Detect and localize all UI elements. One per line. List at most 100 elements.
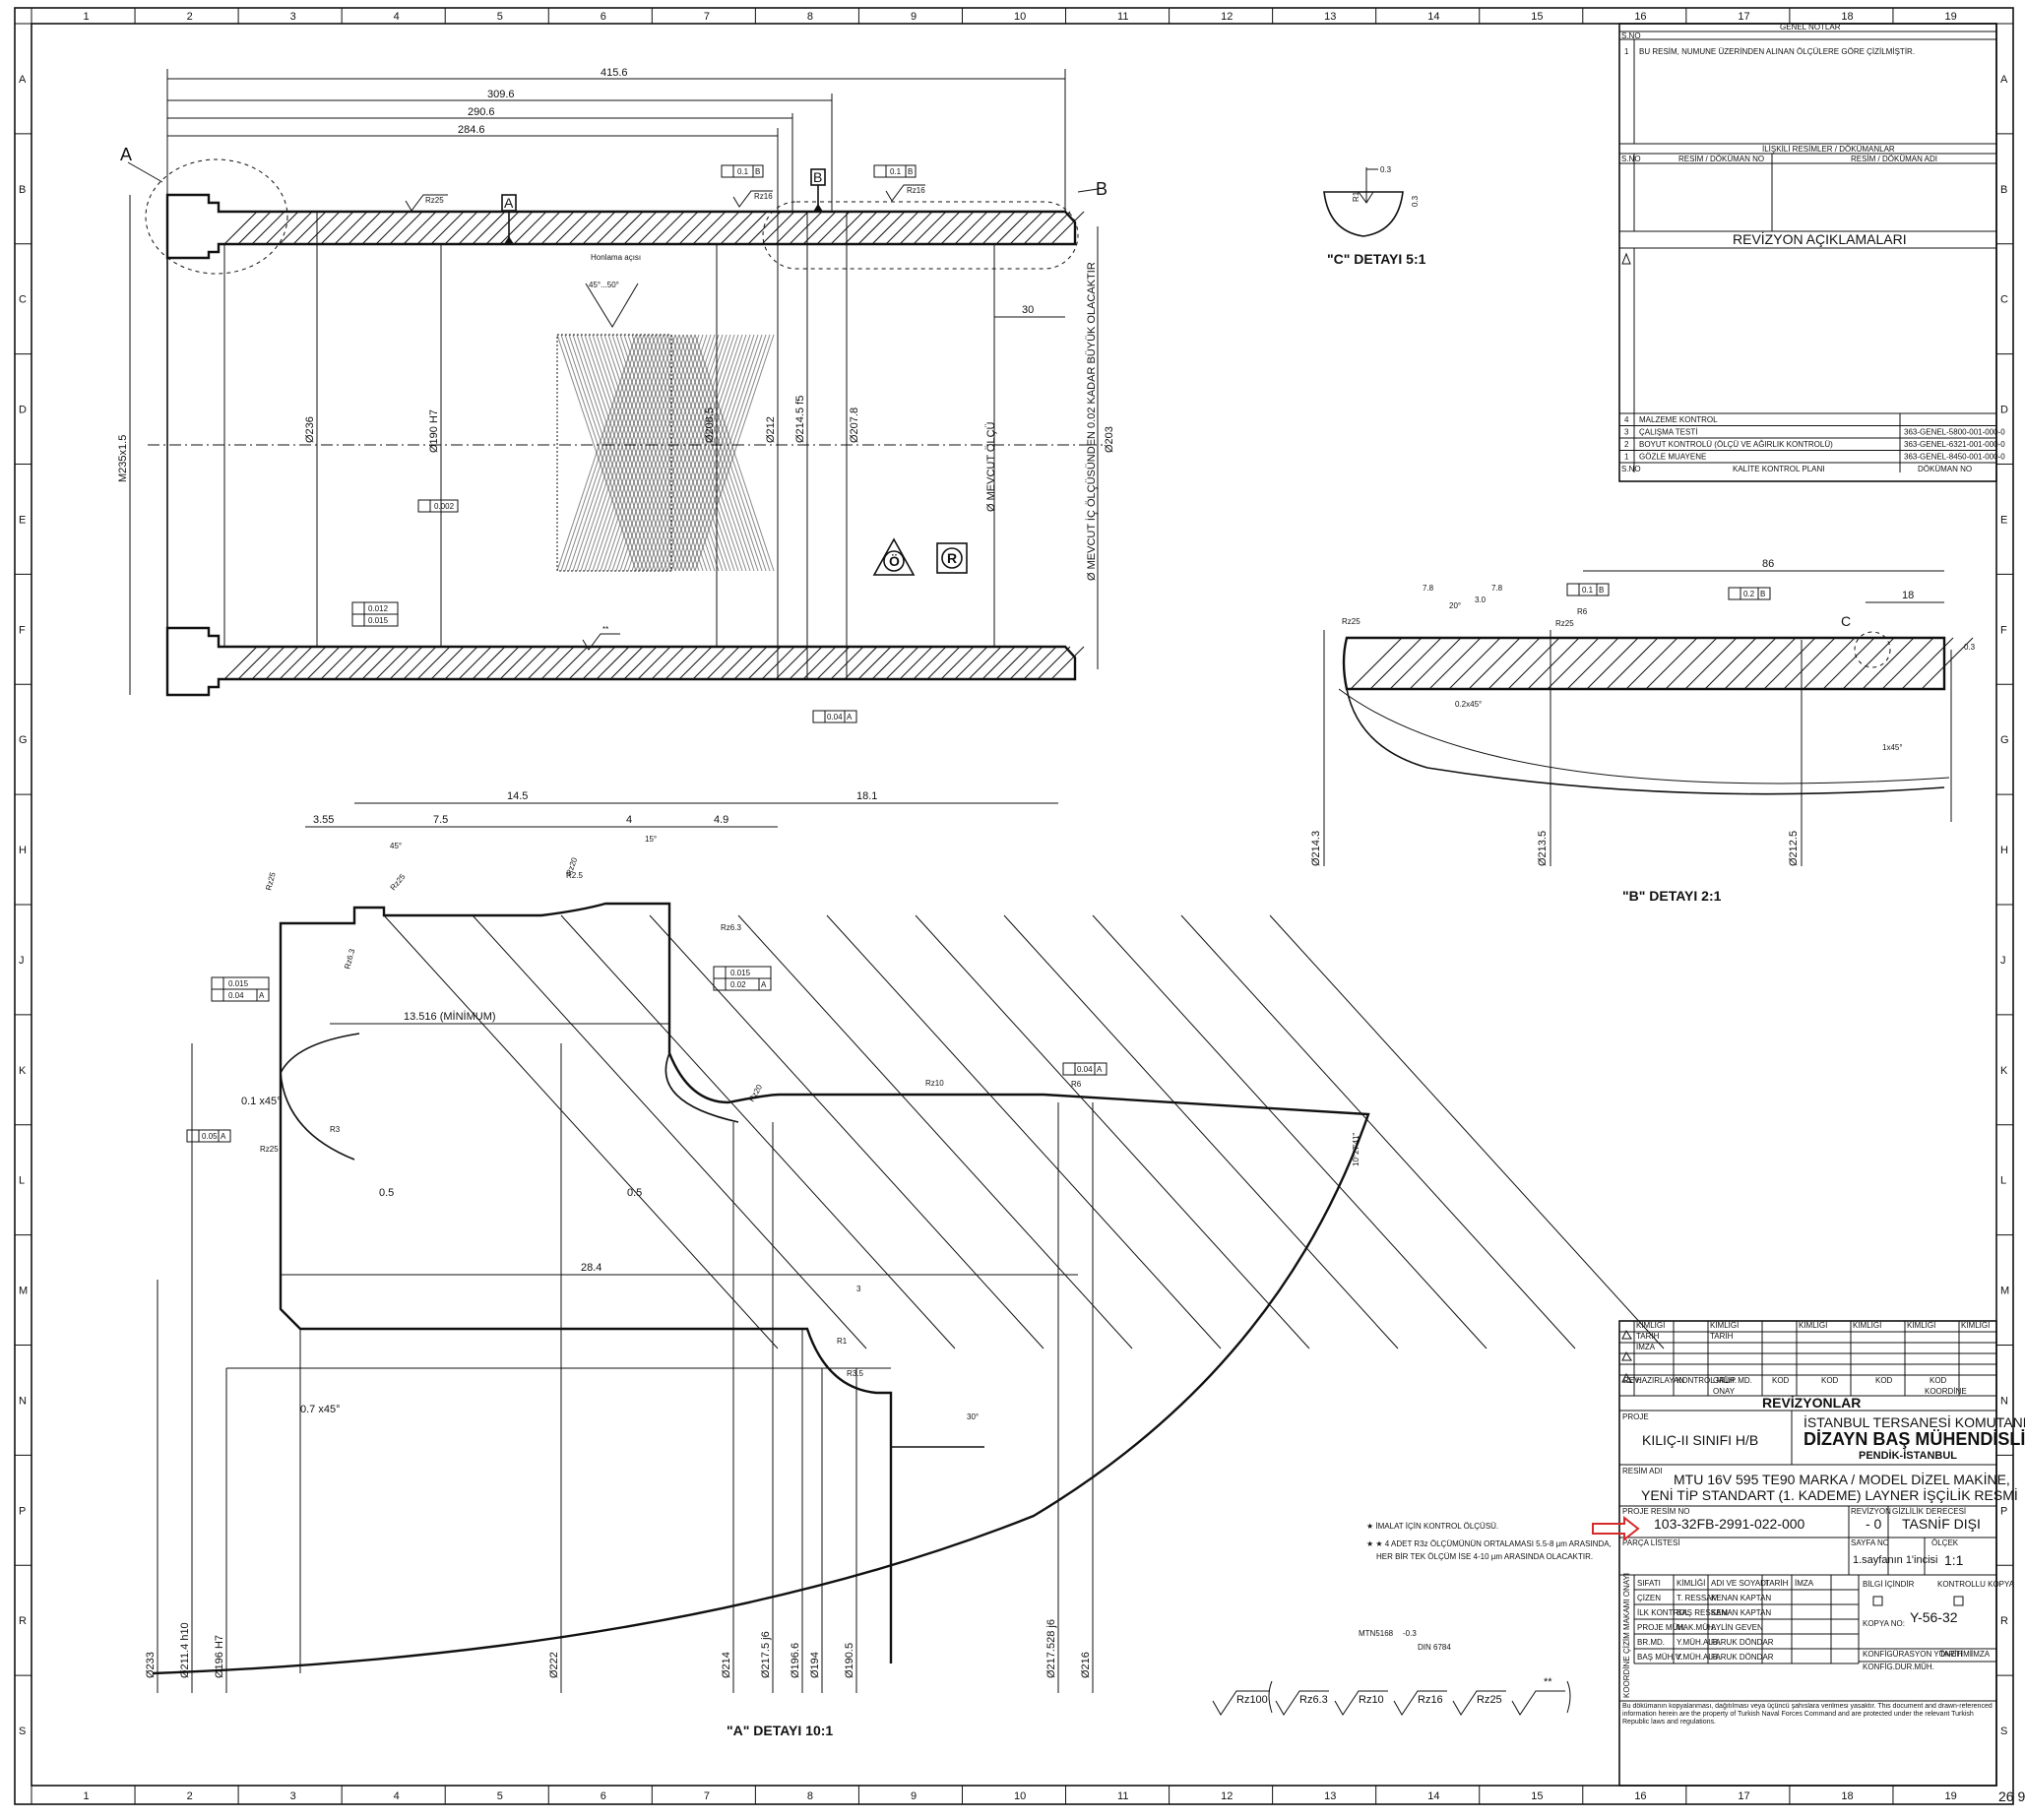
sig-cell: T. RESSAM bbox=[1677, 1594, 1719, 1602]
detail-b-view: 86 18 7.8 7.8 20° 3.0 0.2x45° 1x45° C 0.… bbox=[1310, 558, 1976, 904]
row-letter: M bbox=[2000, 1286, 2009, 1297]
column-number: 1 bbox=[84, 11, 90, 23]
detail-c-view: 0.3 0.3 R1 "C" DETAYI 5:1 bbox=[1323, 165, 1426, 267]
column-number: 13 bbox=[1324, 1790, 1336, 1802]
dim-dia207: Ø207.8 bbox=[849, 408, 860, 443]
handwritten-copy-number: Y-56-32 bbox=[1910, 1609, 1958, 1625]
approval-onay: ONAY bbox=[1713, 1387, 1736, 1396]
detail-a-r35: R3.5 bbox=[847, 1369, 863, 1378]
dim-dia214: Ø214.5 f5 bbox=[794, 396, 806, 443]
detail-a-hatch bbox=[383, 914, 1665, 1349]
detail-a-tol-6: 0.04 bbox=[1077, 1065, 1093, 1074]
approval-rev: REV. bbox=[1623, 1376, 1641, 1385]
cizim-makami-onayi: ÇİZİM MAKAMI ONAYI bbox=[1622, 1573, 1631, 1654]
approval-hazirlayan: HAZIRLAYAN bbox=[1636, 1376, 1684, 1385]
sayfa-label: SAYFA NO bbox=[1851, 1538, 1889, 1547]
detail-b-c-ref: C bbox=[1841, 613, 1851, 629]
detail-b-tol-2: 0.2 bbox=[1743, 590, 1755, 598]
kalite-row-name: BOYUT KONTROLÜ (ÖLÇÜ VE AĞIRLIK KONTROLÜ… bbox=[1639, 440, 1833, 449]
detail-b-dia214: Ø214.3 bbox=[1310, 831, 1322, 866]
olcek-label: ÖLÇEK bbox=[1931, 1538, 1959, 1547]
square-r-icon bbox=[936, 542, 968, 574]
sig-cell: Y.MÜH.ALB. bbox=[1677, 1638, 1720, 1647]
row-letter: N bbox=[2000, 1395, 2008, 1407]
kalite-row-no: 1 bbox=[1624, 453, 1629, 462]
approval-imza: İMZA bbox=[1636, 1343, 1656, 1351]
detail-a-dia-b2: Ø211.4 h10 bbox=[179, 1622, 191, 1678]
sayfa-value: 1.sayfanın 1'incisi bbox=[1853, 1554, 1937, 1566]
detail-a-ang-45: 45° bbox=[390, 842, 402, 850]
detail-a-rough-6: Rz10 bbox=[925, 1079, 944, 1088]
note-1: ★ İMALAT İÇİN KONTROL ÖLÇÜSÜ. bbox=[1366, 1522, 1498, 1531]
honing-angle: 45°...50° bbox=[589, 281, 619, 289]
note-3: HER BİR TEK ÖLÇÜM İSE 4-10 µm ARASINDA O… bbox=[1376, 1552, 1593, 1561]
olcek-value: 1:1 bbox=[1944, 1552, 1964, 1568]
detail-a-tol-2-ref: A bbox=[259, 991, 265, 1000]
detail-a-ang-30: 30° bbox=[967, 1412, 979, 1421]
iliskili-sno: S.NO bbox=[1621, 155, 1641, 163]
detail-a-dia-b11: Ø216 bbox=[1080, 1652, 1092, 1678]
detail-a-tol-3: 0.015 bbox=[730, 969, 751, 977]
row-letter: L bbox=[19, 1175, 25, 1187]
main-sectional-view: A B Honlama açısı 45°...50° A B 415.6 30… bbox=[117, 67, 1115, 723]
legend-rz10: Rz10 bbox=[1359, 1694, 1384, 1706]
detail-a-tol-5: 0.05 bbox=[202, 1132, 218, 1141]
column-number: 3 bbox=[290, 11, 296, 23]
symbol-o: Ö bbox=[889, 553, 900, 569]
tol-cylindricity: 0.002 bbox=[434, 502, 455, 511]
rough-main-4: ** bbox=[602, 625, 608, 634]
main-tolerance-frames: 0.1 B 0.1 B 0.002 0.012 0.015 0.04 A bbox=[351, 164, 917, 723]
detail-a-roughness-marks: Rz25 Rz25 Rz6.3 Rz6.3 Rz20 Rz10 R6 Rz25 … bbox=[260, 856, 1082, 1154]
detail-a-tol-6-ref: A bbox=[1097, 1065, 1103, 1074]
row-letter: F bbox=[19, 624, 26, 636]
row-letter: F bbox=[2000, 624, 2007, 636]
detail-a-rough-8: Rz25 bbox=[389, 872, 408, 893]
sig-cell: FARUK DÖNDAR bbox=[1711, 1653, 1774, 1662]
detail-a-r25: R2.5 bbox=[566, 871, 583, 880]
legend-rz25: Rz25 bbox=[1477, 1694, 1502, 1706]
detail-a-dia-b4: Ø222 bbox=[548, 1652, 560, 1678]
row-letter: E bbox=[2000, 514, 2007, 526]
approval-tarih: TARİH bbox=[1636, 1332, 1660, 1341]
approval-kod: KOD bbox=[1875, 1376, 1893, 1385]
row-letter: R bbox=[2000, 1615, 2008, 1627]
sig-cell: İLK KONTROL bbox=[1637, 1608, 1689, 1617]
column-number: 18 bbox=[1841, 1790, 1853, 1802]
genel-notlar-row-no: 1 bbox=[1624, 47, 1629, 56]
rough-main-3: Rz16 bbox=[907, 186, 925, 195]
surface-finish-legend: MTN5168 -0.3 DIN 6784 Rz100 Rz6.3 Rz10 R… bbox=[1212, 1629, 1571, 1716]
dim-309: 309.6 bbox=[487, 89, 515, 100]
column-number: 17 bbox=[1738, 11, 1749, 23]
column-number: 15 bbox=[1531, 1790, 1543, 1802]
sig-header: TARİH bbox=[1765, 1579, 1789, 1588]
detail-a-rough-1: Rz25 bbox=[260, 1145, 279, 1154]
detail-a-chamfer-01: 0.1 x45° bbox=[241, 1096, 281, 1107]
row-letter: L bbox=[2000, 1175, 2006, 1187]
rough-main-2: Rz16 bbox=[754, 192, 773, 201]
row-letter: D bbox=[19, 405, 27, 416]
dim-mevcut-note: Ø MEVCUT İÇ ÖLÇÜSÜNDEN 0.02 KADAR BÜYÜK … bbox=[1085, 262, 1098, 581]
konfig-label: KONFİGÜRASYON YÖNETİMİ bbox=[1863, 1650, 1972, 1659]
detail-a-dim-284: 28.4 bbox=[581, 1262, 601, 1274]
detail-a-ang-15: 15° bbox=[645, 835, 657, 844]
sig-header: SIFATI bbox=[1637, 1579, 1661, 1588]
detail-b-dia213: Ø213.5 bbox=[1537, 831, 1549, 866]
column-number: 4 bbox=[394, 11, 400, 23]
detail-a-chamfer-07: 0.7 x45° bbox=[300, 1404, 340, 1415]
detail-a-dia-b1: Ø233 bbox=[145, 1652, 157, 1678]
approval-kimlik: KİMLİĞİ bbox=[1799, 1321, 1827, 1330]
column-number: 10 bbox=[1014, 1790, 1026, 1802]
row-letter: B bbox=[2000, 184, 2007, 196]
tol-runout-2: 0.1 bbox=[890, 167, 902, 176]
column-number: 17 bbox=[1738, 1790, 1749, 1802]
column-number: 14 bbox=[1427, 1790, 1439, 1802]
tol-runout-1-ref: B bbox=[755, 167, 760, 176]
org-line-2: DİZAYN BAŞ MÜHENDİSLİĞİ bbox=[1804, 1428, 2025, 1449]
sig-cell: MAK.MÜH. bbox=[1677, 1623, 1716, 1632]
detail-b-dim-30: 3.0 bbox=[1475, 596, 1487, 604]
detail-a-dim-145: 14.5 bbox=[507, 790, 528, 802]
column-number: 14 bbox=[1427, 11, 1439, 23]
tol-runout-2-ref: B bbox=[908, 167, 913, 176]
